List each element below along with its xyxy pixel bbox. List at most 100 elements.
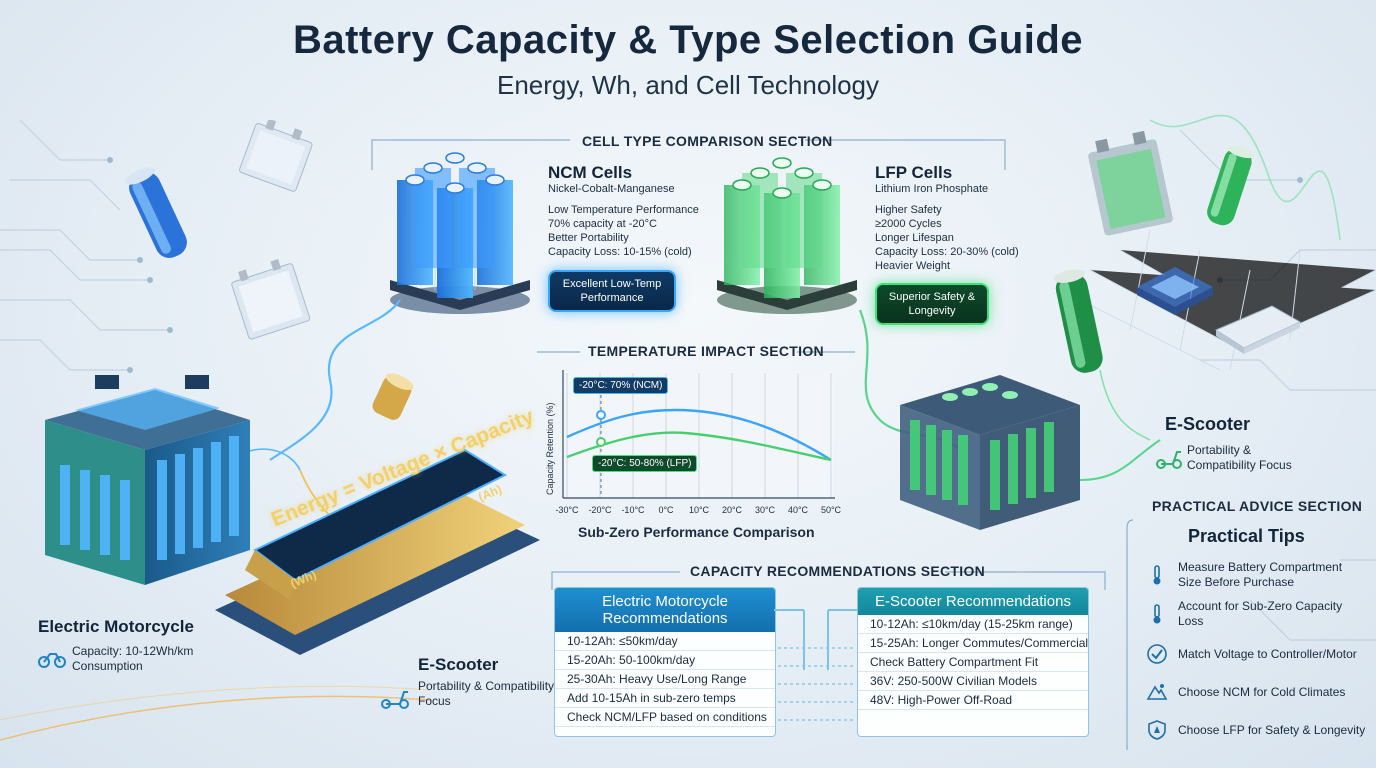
chart-x-tick-label: 20°C: [722, 505, 743, 515]
pouch-cell-icon: [1214, 305, 1302, 354]
motorcycle-recommendation-card: Electric Motorcycle Recommendations 10-1…: [554, 587, 776, 737]
chart-caption: Sub-Zero Performance Comparison: [578, 524, 815, 540]
motorcycle-icon: [38, 653, 66, 668]
card-connectors: [774, 609, 858, 721]
scooter-left-detail: Portability & Compatibility Focus: [418, 679, 555, 708]
pouch-cell-icon: [231, 259, 311, 340]
practical-tips-list: Measure Battery Compartment Size Before …: [1146, 556, 1366, 750]
ncm-feature: Better Portability: [548, 232, 629, 244]
lfp-feature: Longer Lifespan: [875, 232, 954, 244]
tip-item: Measure Battery Compartment Size Before …: [1146, 556, 1366, 594]
lfp-feature: Heavier Weight: [875, 260, 950, 272]
scooter-card-row: Check Battery Compartment Fit: [858, 653, 1088, 672]
chart-x-tick-label: -30°C: [555, 505, 579, 515]
chart-x-tick-label: 10°C: [689, 505, 710, 515]
tip-text: Choose NCM for Cold Climates: [1178, 684, 1346, 699]
tip-text: Choose LFP for Safety & Longevity: [1178, 722, 1366, 737]
capacity-heading: CAPACITY RECOMMENDATIONS SECTION: [690, 563, 986, 579]
capacity-section-frame: [551, 571, 1106, 590]
ncm-annotation: -20°C: 70% (NCM): [573, 377, 669, 394]
tip-item: Choose NCM for Cold Climates: [1146, 674, 1366, 710]
tip-item: Account for Sub-Zero Capacity Loss: [1146, 594, 1366, 634]
circuit-chip-icon: [1137, 267, 1213, 315]
prismatic-cell-icon: [1088, 130, 1173, 236]
temperature-heading: TEMPERATURE IMPACT SECTION: [588, 343, 824, 359]
scooter-right-detail: Portability & Compatibility Focus: [1187, 443, 1292, 472]
ncm-subtitle: Nickel-Cobalt-Manganese: [548, 183, 675, 195]
lfp-cell-pack-illustration: [717, 157, 857, 314]
lfp-point: [596, 437, 606, 447]
motorcycle-detail: Capacity: 10-12Wh/km Consumption: [72, 644, 194, 673]
chart-x-tick-label: -10°C: [621, 505, 645, 515]
page-title: Battery Capacity & Type Selection Guide: [292, 18, 1084, 62]
chart-x-tick-label: 30°C: [755, 505, 776, 515]
scooter-right-title: E-Scooter: [1165, 414, 1251, 434]
lfp-title: LFP Cells: [875, 163, 953, 182]
lfp-battery-pack-illustration: [900, 375, 1080, 530]
chart-x-tick-label: 50°C: [821, 505, 842, 515]
mountain-icon: [1146, 684, 1168, 700]
advice-section-frame: [1126, 519, 1134, 750]
advice-heading: PRACTICAL ADVICE SECTION: [1152, 498, 1363, 514]
lfp-info: LFP Cells Lithium Iron Phosphate Higher …: [875, 163, 1055, 273]
cylindrical-cell-icon: [1053, 269, 1103, 373]
practical-tips-title: Practical Tips: [1188, 526, 1305, 546]
temperature-section-frame: [537, 351, 855, 353]
lfp-badge: Superior Safety & Longevity: [875, 283, 989, 325]
ncm-badge: Excellent Low-Temp Performance: [548, 270, 676, 312]
chart-gridlines: [566, 373, 832, 498]
lfp-subtitle: Lithium Iron Phosphate: [875, 183, 989, 195]
chart-x-tick-label: 0°C: [658, 505, 674, 515]
scooter-icon: [1156, 451, 1182, 469]
chart-y-label: Capacity Retention (%): [545, 402, 555, 495]
motorcycle-card-row: Check NCM/LFP based on conditions: [555, 708, 775, 727]
lfp-feature: ≥2000 Cycles: [875, 218, 942, 230]
cylindrical-cell-icon: [125, 167, 187, 258]
tip-item: Choose LFP for Safety & Longevity: [1146, 710, 1366, 750]
checkmark-icon: [1147, 644, 1167, 664]
pouch-cell-icon: [239, 120, 313, 192]
scooter-recommendation-card: E-Scooter Recommendations 10-12Ah: ≤10km…: [857, 587, 1089, 737]
motorcycle-card-title: Electric Motorcycle Recommendations: [555, 588, 775, 632]
ncm-point: [596, 410, 606, 420]
gold-cell-icon: [372, 373, 414, 420]
ncm-title: NCM Cells: [548, 163, 633, 182]
motorcycle-card-row: 10-12Ah: ≤50km/day: [555, 632, 775, 651]
chart-x-tick-label: 40°C: [788, 505, 809, 515]
motorcycle-card-row: Add 10-15Ah in sub-zero temps: [555, 689, 775, 708]
scooter-card-title: E-Scooter Recommendations: [858, 588, 1088, 615]
motorcycle-battery-illustration: [45, 375, 250, 585]
motorcycle-card-row: 15-20Ah: 50-100km/day: [555, 651, 775, 670]
motorcycle-card-row: 25-30Ah: Heavy Use/Long Range: [555, 670, 775, 689]
scooter-icon: [381, 691, 409, 709]
scooter-left-title: E-Scooter: [418, 655, 499, 674]
chart-x-tick-label: -20°C: [588, 505, 612, 515]
cell-comparison-frame: [371, 139, 1006, 170]
scooter-card-row: 15-25Ah: Longer Commutes/Commercial: [858, 634, 1088, 653]
scooter-card-row: 10-12Ah: ≤10km/day (15-25km range): [858, 615, 1088, 634]
page-subtitle: Energy, Wh, and Cell Technology: [496, 70, 880, 100]
formula-pedestal: [215, 448, 540, 655]
ncm-feature: Capacity Loss: 10-15% (cold): [548, 246, 692, 258]
chart-x-ticks: -30°C -20°C -10°C 0°C 10°C 20°C 30°C 40°C 50°C: [555, 505, 841, 515]
shield-icon: [1148, 720, 1166, 740]
scooter-card-row: 48V: High-Power Off-Road: [858, 691, 1088, 710]
lfp-feature: Higher Safety: [875, 204, 942, 216]
cell-comparison-heading: CELL TYPE COMPARISON SECTION: [582, 133, 833, 149]
tip-item: Match Voltage to Controller/Motor: [1146, 634, 1366, 674]
thermometer-icon: [1153, 604, 1161, 624]
ncm-info: NCM Cells Nickel-Cobalt-Manganese Low Te…: [548, 163, 728, 259]
scooter-card-row: 36V: 250-500W Civilian Models: [858, 672, 1088, 691]
lfp-feature: Capacity Loss: 20-30% (cold): [875, 246, 1019, 258]
motorcycle-title: Electric Motorcycle: [38, 617, 194, 636]
ncm-cell-pack-illustration: [390, 152, 530, 314]
ncm-curve: [566, 408, 832, 462]
tip-text: Measure Battery Compartment Size Before …: [1178, 560, 1343, 589]
tip-text: Match Voltage to Controller/Motor: [1178, 646, 1357, 661]
thermometer-icon: [1153, 565, 1161, 585]
cylindrical-cell-icon: [1207, 145, 1255, 226]
lfp-annotation: -20°C: 50-80% (LFP): [592, 455, 698, 472]
ncm-feature: 70% capacity at -20°C: [548, 218, 657, 230]
tip-text: Account for Sub-Zero Capacity Loss: [1178, 599, 1343, 628]
ncm-feature: Low Temperature Performance: [548, 204, 699, 216]
